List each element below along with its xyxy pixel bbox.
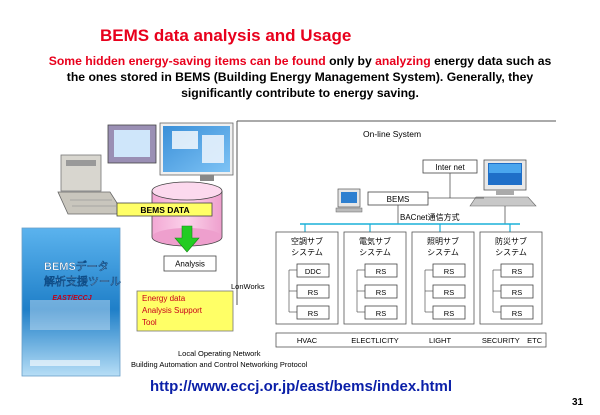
book-title-line-2: 解析支援ツール bbox=[44, 274, 121, 288]
tool-label-box bbox=[136, 290, 234, 332]
intro-highlight-2: analyzing bbox=[375, 54, 431, 68]
lonworks-label: LonWorks bbox=[231, 282, 265, 291]
bacnet-drops bbox=[304, 224, 511, 232]
tool-label-line-2: Analysis Support bbox=[142, 306, 203, 315]
hvac-item-3: RS bbox=[308, 309, 318, 318]
intro-text-2: energy data such as the ones stored in B… bbox=[66, 54, 552, 100]
online-system-frame bbox=[236, 120, 556, 305]
bottom-label-electricity: ELECTLICITY bbox=[351, 336, 399, 345]
workstation-icon bbox=[469, 159, 537, 207]
tool-label-line-1: Energy data bbox=[142, 294, 186, 303]
bems-label: BEMS bbox=[387, 195, 410, 204]
electricity-item-1: RS bbox=[376, 267, 386, 276]
electricity-item-2: RS bbox=[376, 288, 386, 297]
bottom-label-security: SECURITY ETC bbox=[482, 336, 543, 345]
analysis-tool-cover bbox=[21, 227, 121, 377]
subsystem-electricity bbox=[343, 231, 407, 325]
bems-data-label: BEMS DATA bbox=[140, 205, 189, 215]
bottom-labels-bar bbox=[275, 332, 547, 348]
electricity-name-2: システム bbox=[359, 248, 391, 257]
hvac-item-1: DDC bbox=[305, 267, 322, 276]
analysis-label: Analysis bbox=[175, 260, 205, 269]
light-item-1: RS bbox=[444, 267, 454, 276]
analysis-box bbox=[163, 255, 217, 272]
bems-computer-icon bbox=[335, 188, 363, 213]
bacnet-label: BACnet通信方式 bbox=[400, 212, 460, 222]
light-name-1: 照明サブ bbox=[427, 236, 459, 246]
hvac-item-2: RS bbox=[308, 288, 318, 297]
bottom-label-light: LIGHT bbox=[429, 336, 452, 345]
security-name-1: 防災サブ bbox=[495, 236, 527, 246]
light-item-3: RS bbox=[444, 309, 454, 318]
internet-label: Inter net bbox=[435, 163, 465, 172]
security-item-3: RS bbox=[512, 309, 522, 318]
hvac-name-1: 空調サブ bbox=[291, 236, 323, 246]
page-number: 31 bbox=[572, 397, 584, 408]
down-arrow-icon bbox=[174, 225, 200, 253]
network-lines bbox=[397, 173, 506, 224]
electricity-name-1: 電気サブ bbox=[359, 236, 391, 246]
subsystem-hvac bbox=[275, 231, 339, 325]
security-item-2: RS bbox=[512, 288, 522, 297]
page-title: BEMS data analysis and Usage bbox=[100, 26, 352, 45]
subsystem-security bbox=[479, 231, 543, 325]
intro-paragraph: Some hidden energy-saving items can be f… bbox=[40, 53, 560, 101]
tool-label-line-3: Tool bbox=[142, 318, 157, 327]
intro-text-1: only by bbox=[325, 54, 376, 68]
electricity-item-3: RS bbox=[376, 309, 386, 318]
online-system-label: On-line System bbox=[363, 129, 421, 139]
lon-label-line-2: Building Automation and Control Networki… bbox=[131, 360, 308, 369]
book-title-line-1: BEMSデータ bbox=[44, 259, 109, 273]
bems-data-label-box bbox=[116, 202, 213, 217]
reference-url[interactable]: http://www.eccj.or.jp/east/bems/index.ht… bbox=[150, 378, 453, 395]
hvac-name-2: システム bbox=[291, 248, 323, 257]
lon-label-line-1: Local Operating Network bbox=[178, 349, 261, 358]
light-name-2: システム bbox=[427, 248, 459, 257]
light-item-2: RS bbox=[444, 288, 454, 297]
security-item-1: RS bbox=[512, 267, 522, 276]
security-name-2: システム bbox=[495, 248, 527, 257]
book-subtitle: EAST/ECCJ bbox=[52, 295, 92, 302]
subsystem-light bbox=[411, 231, 475, 325]
bottom-label-hvac: HVAC bbox=[297, 336, 318, 345]
intro-highlight-1: Some hidden energy-saving items can be f… bbox=[48, 54, 326, 68]
